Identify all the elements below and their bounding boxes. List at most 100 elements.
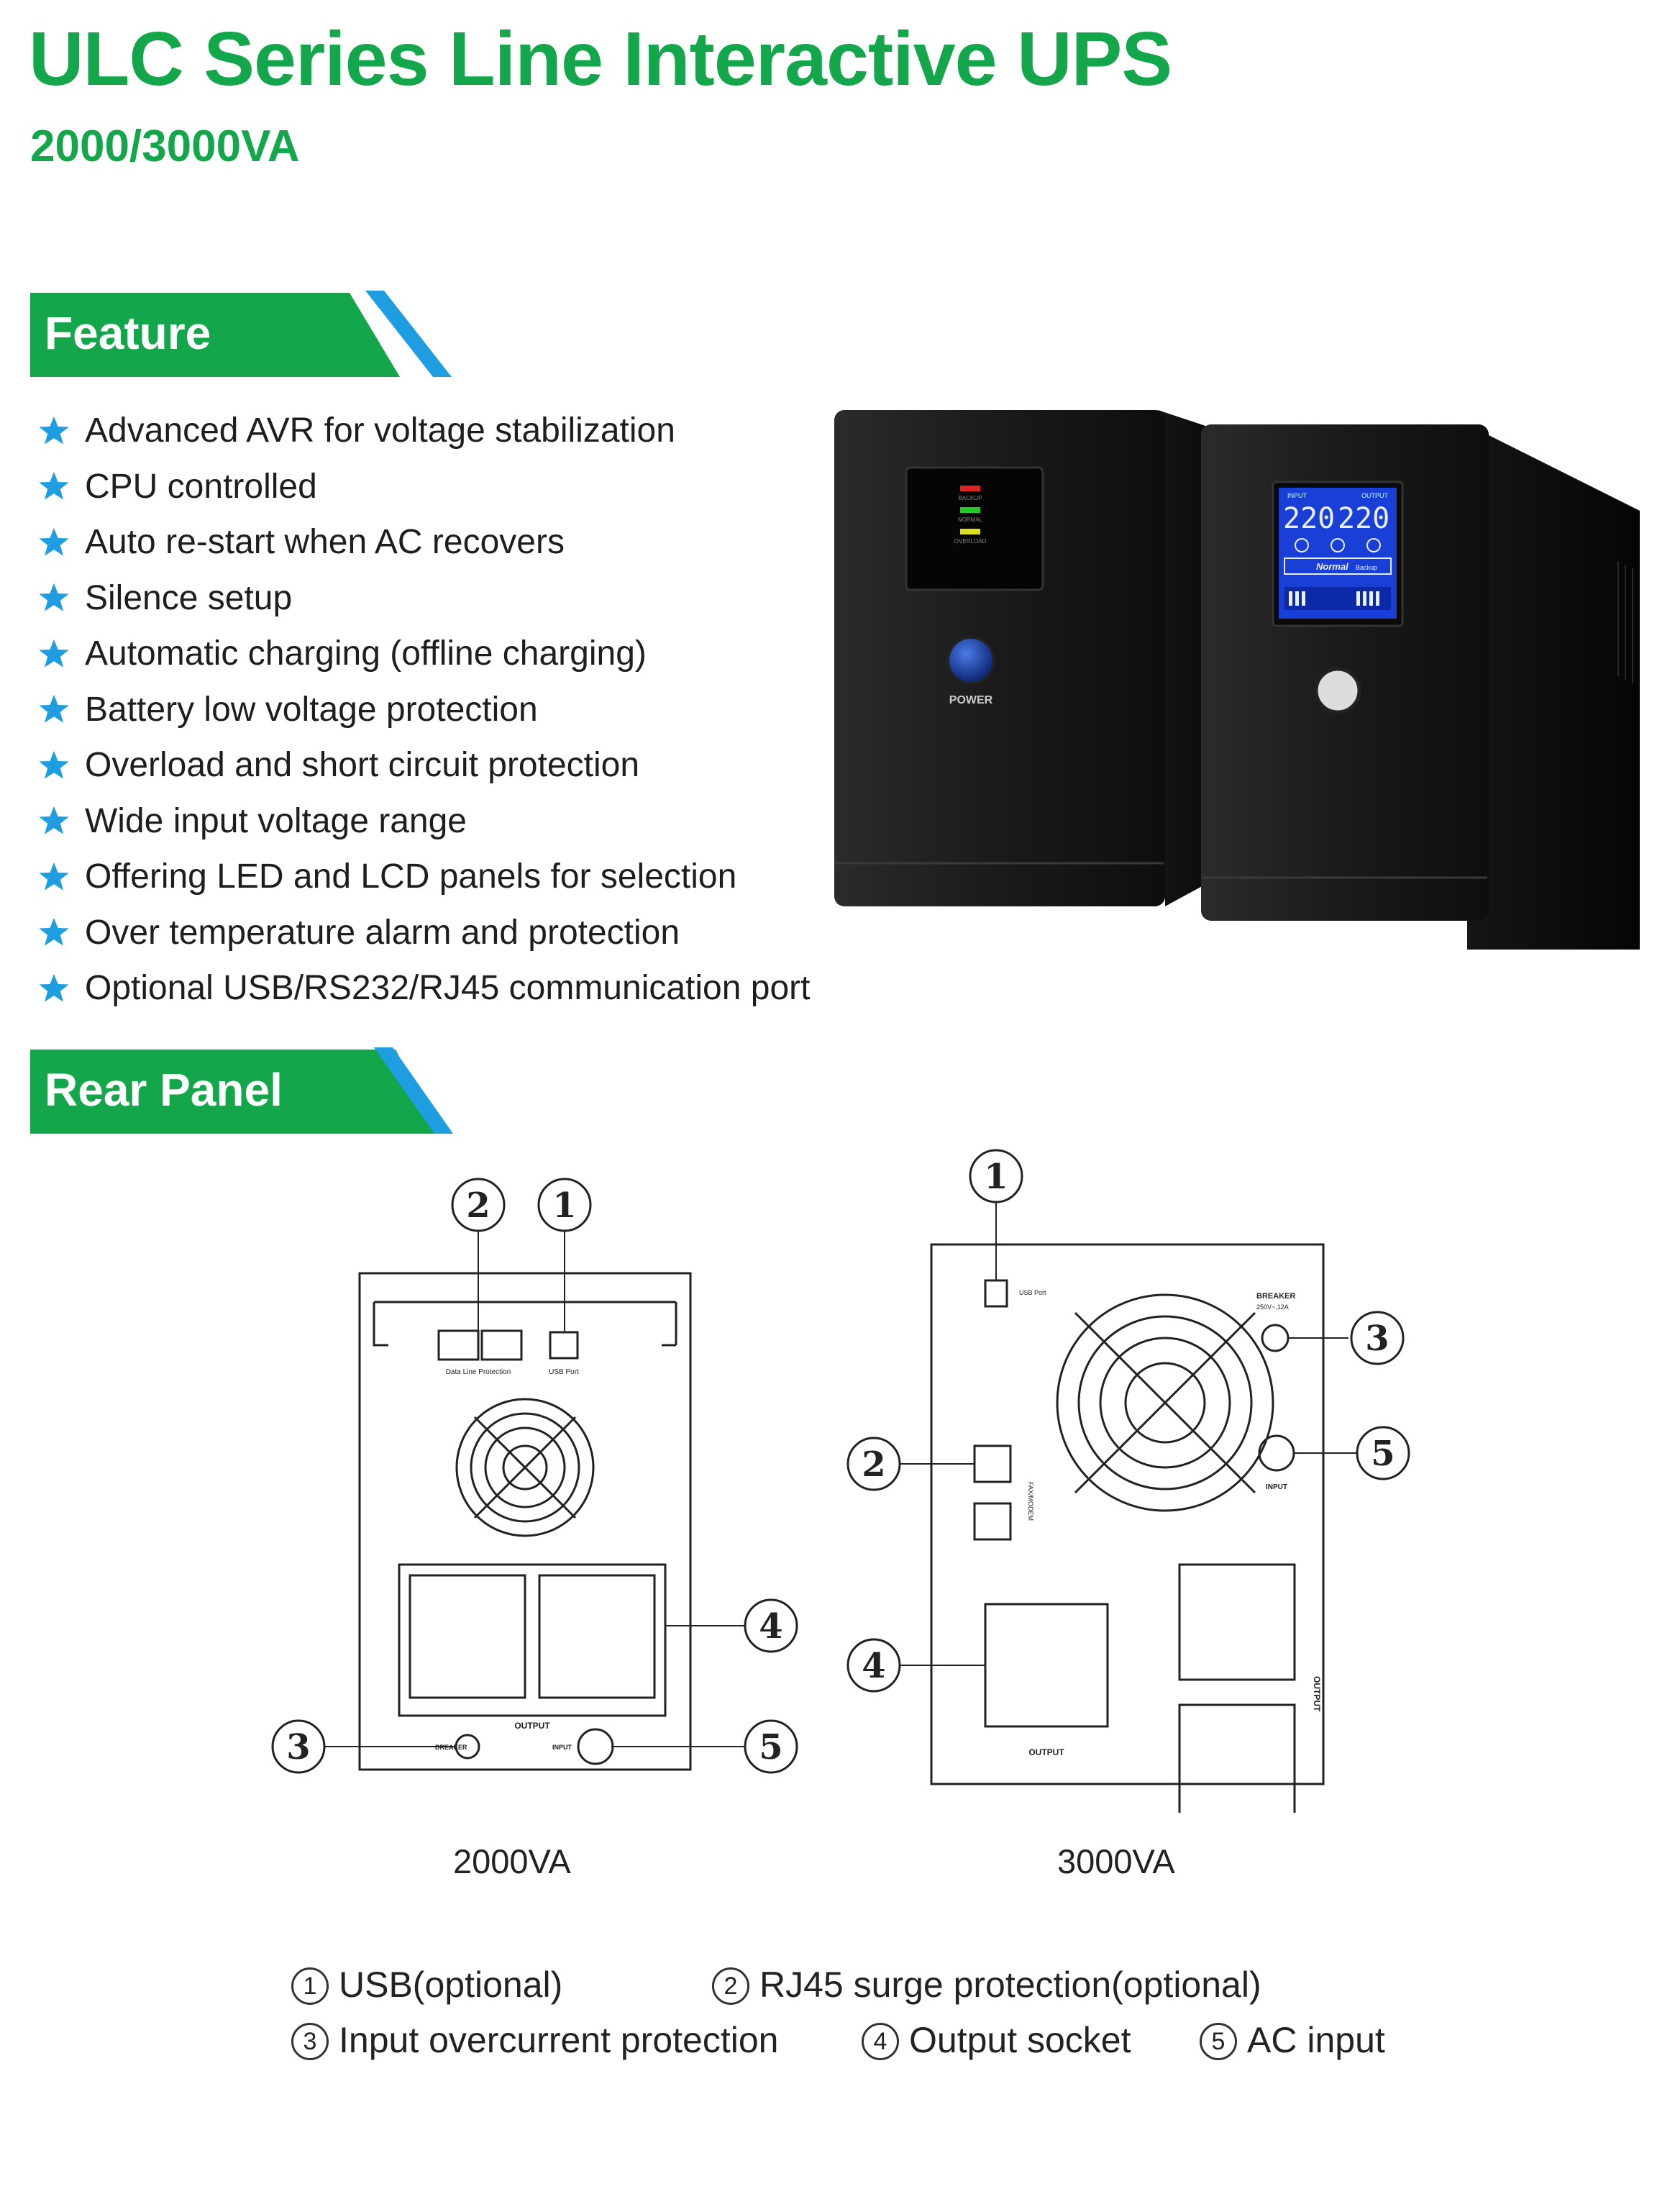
legend-text: RJ45 surge protection(optional) [759,1965,1261,2005]
led-label-backup: BACKUP [959,495,982,501]
feature-section-label: Feature [45,307,211,359]
svg-text:3: 3 [286,1727,310,1767]
output-socket [1178,1703,1296,1813]
output-label: OUTPUT [514,1721,550,1731]
star-icon [39,750,69,779]
star-icon [39,918,69,946]
rear-diagram-2000va: Data Line Protection USB Port OUTPUT BRE… [271,1178,798,1774]
lcd-input-value: 220 [1283,502,1335,535]
feature-list: Advanced AVR for voltage stabilization C… [37,403,811,1016]
legend-text: Output socket [909,2020,1131,2060]
legend-number: 1 [291,1967,329,2005]
feature-text: Automatic charging (offline charging) [85,634,647,673]
svg-text:5: 5 [1371,1434,1395,1474]
ups-led-model: BACKUP NORMAL OVERLOAD POWER [834,410,1244,906]
output-label-vertical: OUTPUT [1312,1676,1322,1712]
feature-text: CPU controlled [85,467,317,506]
svg-text:2: 2 [862,1444,885,1485]
feature-text: Battery low voltage protection [85,690,538,729]
feature-text: Offering LED and LCD panels for selectio… [85,857,737,896]
feature-item: Offering LED and LCD panels for selectio… [37,849,811,905]
feature-item: Overload and short circuit protection [37,737,811,793]
ac-input-icon [1258,1434,1295,1472]
callout-5: 5 [1356,1426,1410,1480]
legend-number: 2 [712,1967,749,2005]
star-icon [39,973,69,1002]
feature-item: Wide input voltage range [37,793,811,850]
breaker-icon [455,1734,480,1760]
feature-text: Optional USB/RS232/RJ45 communication po… [85,969,811,1008]
lcd-backup-label: Backup [1356,564,1377,571]
svg-text:2: 2 [466,1185,490,1226]
page-subtitle: 2000/3000VA [30,122,300,171]
legend-text: Input overcurrent protection [339,2020,779,2060]
star-icon [39,583,69,611]
breaker-label: BREAKER [1256,1292,1295,1301]
rear-diagram-3000va: USB Port BREAKER 250V~,12A FAX/MODEM INP… [846,1149,1410,1813]
page-title: ULC Series Line Interactive UPS [29,17,1172,101]
output-socket [538,1574,656,1699]
feature-item: Battery low voltage protection [37,682,811,738]
svg-text:4: 4 [759,1606,782,1647]
callout-2: 2 [451,1178,506,1232]
svg-text:5: 5 [759,1727,782,1767]
callout-1: 1 [537,1178,592,1232]
callout-1: 1 [969,1149,1023,1203]
star-icon [39,527,69,556]
legend-item-5: 5 AC input [1200,2019,1385,2061]
fax-modem-label: FAX/MODEM [1027,1482,1034,1521]
power-button-icon [1314,667,1361,714]
legend-text: AC input [1247,2020,1385,2060]
legend-text: USB(optional) [339,1965,563,2005]
legend-number: 5 [1200,2023,1237,2060]
rj45-port-icon [973,1502,1012,1541]
ups-lcd-model: INPUT OUTPUT 220 220 Normal Backup [1201,424,1640,950]
led-label-overload: OVERLOAD [954,538,987,545]
feature-text: Silence setup [85,578,293,617]
feature-item: Over temperature alarm and protection [37,905,811,961]
lcd-normal-label: Normal [1316,561,1348,572]
usb-port-label: USB Port [1019,1289,1046,1296]
feature-text: Over temperature alarm and protection [85,913,680,952]
fan-icon [1056,1293,1274,1512]
input-label: INPUT [552,1744,572,1751]
caption-2000va: 2000VA [453,1842,571,1880]
callout-5: 5 [744,1719,798,1774]
callout-2: 2 [846,1437,901,1491]
breaker-rating: 250V~,12A [1256,1303,1289,1311]
rear-panel-section-label: Rear Panel [45,1064,283,1116]
callout-4: 4 [846,1638,901,1693]
lcd-output-label: OUTPUT [1361,492,1389,499]
lcd-output-value: 220 [1338,502,1389,535]
star-icon [39,639,69,668]
callout-4: 4 [744,1598,798,1653]
svg-text:3: 3 [1365,1319,1389,1359]
fan-icon [455,1398,595,1537]
legend-item-1: 1 USB(optional) [291,1964,562,2006]
rear-panel-section-header: Rear Panel [30,1047,462,1138]
legend-number: 3 [291,2023,329,2060]
rj45-port-icon [973,1444,1012,1483]
led-label-normal: NORMAL [958,516,983,523]
feature-item: Automatic charging (offline charging) [37,626,811,682]
legend-item-3: 3 Input overcurrent protection [291,2019,778,2061]
input-label: INPUT [1266,1483,1287,1491]
feature-item: Optional USB/RS232/RJ45 communication po… [37,960,811,1016]
feature-item: Auto re-start when AC recovers [37,514,811,570]
caption-3000va: 3000VA [1057,1842,1175,1880]
usb-port-label: USB Port [549,1368,579,1376]
callout-3: 3 [271,1719,326,1774]
feature-text: Advanced AVR for voltage stabilization [85,411,675,450]
ac-input-icon [577,1728,614,1765]
power-button-icon [946,636,995,685]
feature-item: Silence setup [37,570,811,627]
feature-text: Wide input voltage range [85,801,467,840]
feature-text: Auto re-start when AC recovers [85,523,565,562]
data-line-protection-label: Data Line Protection [446,1368,511,1376]
ups-product-photo: BACKUP NORMAL OVERLOAD POWER INPUT OUTPU… [834,410,1640,950]
feature-section-header: Feature [30,291,462,381]
star-icon [39,806,69,834]
usb-port-icon [984,1279,1008,1308]
star-icon [39,695,69,723]
